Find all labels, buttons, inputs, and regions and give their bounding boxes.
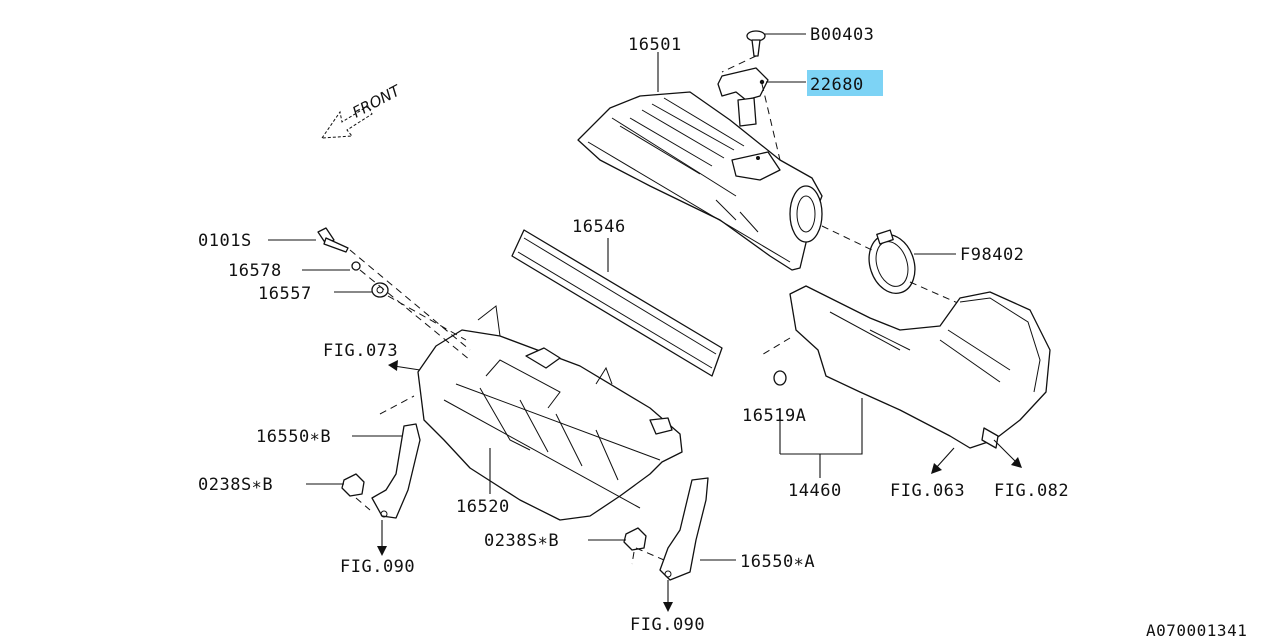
label-16550B[interactable]: 16550∗B [256, 427, 331, 447]
label-0101S[interactable]: 0101S [198, 231, 252, 251]
label-16557[interactable]: 16557 [258, 284, 312, 304]
label-B00403[interactable]: B00403 [810, 25, 874, 45]
label-fig082[interactable]: FIG.082 [994, 481, 1069, 501]
bolt-drawing [317, 227, 349, 253]
label-14460[interactable]: 14460 [788, 481, 842, 501]
label-16578[interactable]: 16578 [228, 261, 282, 281]
label-0238SB-right[interactable]: 0238S∗B [484, 531, 559, 551]
highlight-22680 [807, 70, 883, 96]
filter-element-drawing [511, 229, 723, 377]
label-16501[interactable]: 16501 [628, 35, 682, 55]
diagram-id: A070001341 [1146, 621, 1247, 640]
bracket-a-drawing [659, 477, 709, 581]
clamp-drawing [868, 229, 916, 294]
collar-drawing [351, 261, 361, 271]
label-F98402[interactable]: F98402 [960, 245, 1024, 265]
nut-right-drawing [623, 527, 647, 551]
front-arrow-icon [320, 105, 373, 139]
front-label: FRONT [349, 81, 404, 122]
grommet-drawing [773, 370, 787, 386]
label-16546[interactable]: 16546 [572, 217, 626, 237]
cushion-drawing [371, 282, 389, 298]
maf-sensor-drawing [717, 67, 769, 127]
label-16520[interactable]: 16520 [456, 497, 510, 517]
label-fig090-bottom[interactable]: FIG.090 [630, 615, 705, 635]
lower-case-drawing [417, 305, 683, 521]
bracket-b-drawing [371, 423, 421, 519]
intake-duct-drawing [789, 285, 1051, 449]
label-fig063[interactable]: FIG.063 [890, 481, 965, 501]
screw-drawing [746, 30, 766, 57]
label-fig073[interactable]: FIG.073 [323, 341, 398, 361]
upper-case-drawing [577, 91, 823, 271]
label-16550A[interactable]: 16550∗A [740, 552, 815, 572]
label-0238SB-left[interactable]: 0238S∗B [198, 475, 273, 495]
nut-left-drawing [341, 473, 365, 497]
label-fig090-left[interactable]: FIG.090 [340, 557, 415, 577]
leader-lines [268, 33, 956, 561]
fig-arrows [377, 360, 1022, 612]
label-16519A[interactable]: 16519A [742, 406, 806, 426]
label-22680[interactable]: 22680 [810, 75, 864, 95]
